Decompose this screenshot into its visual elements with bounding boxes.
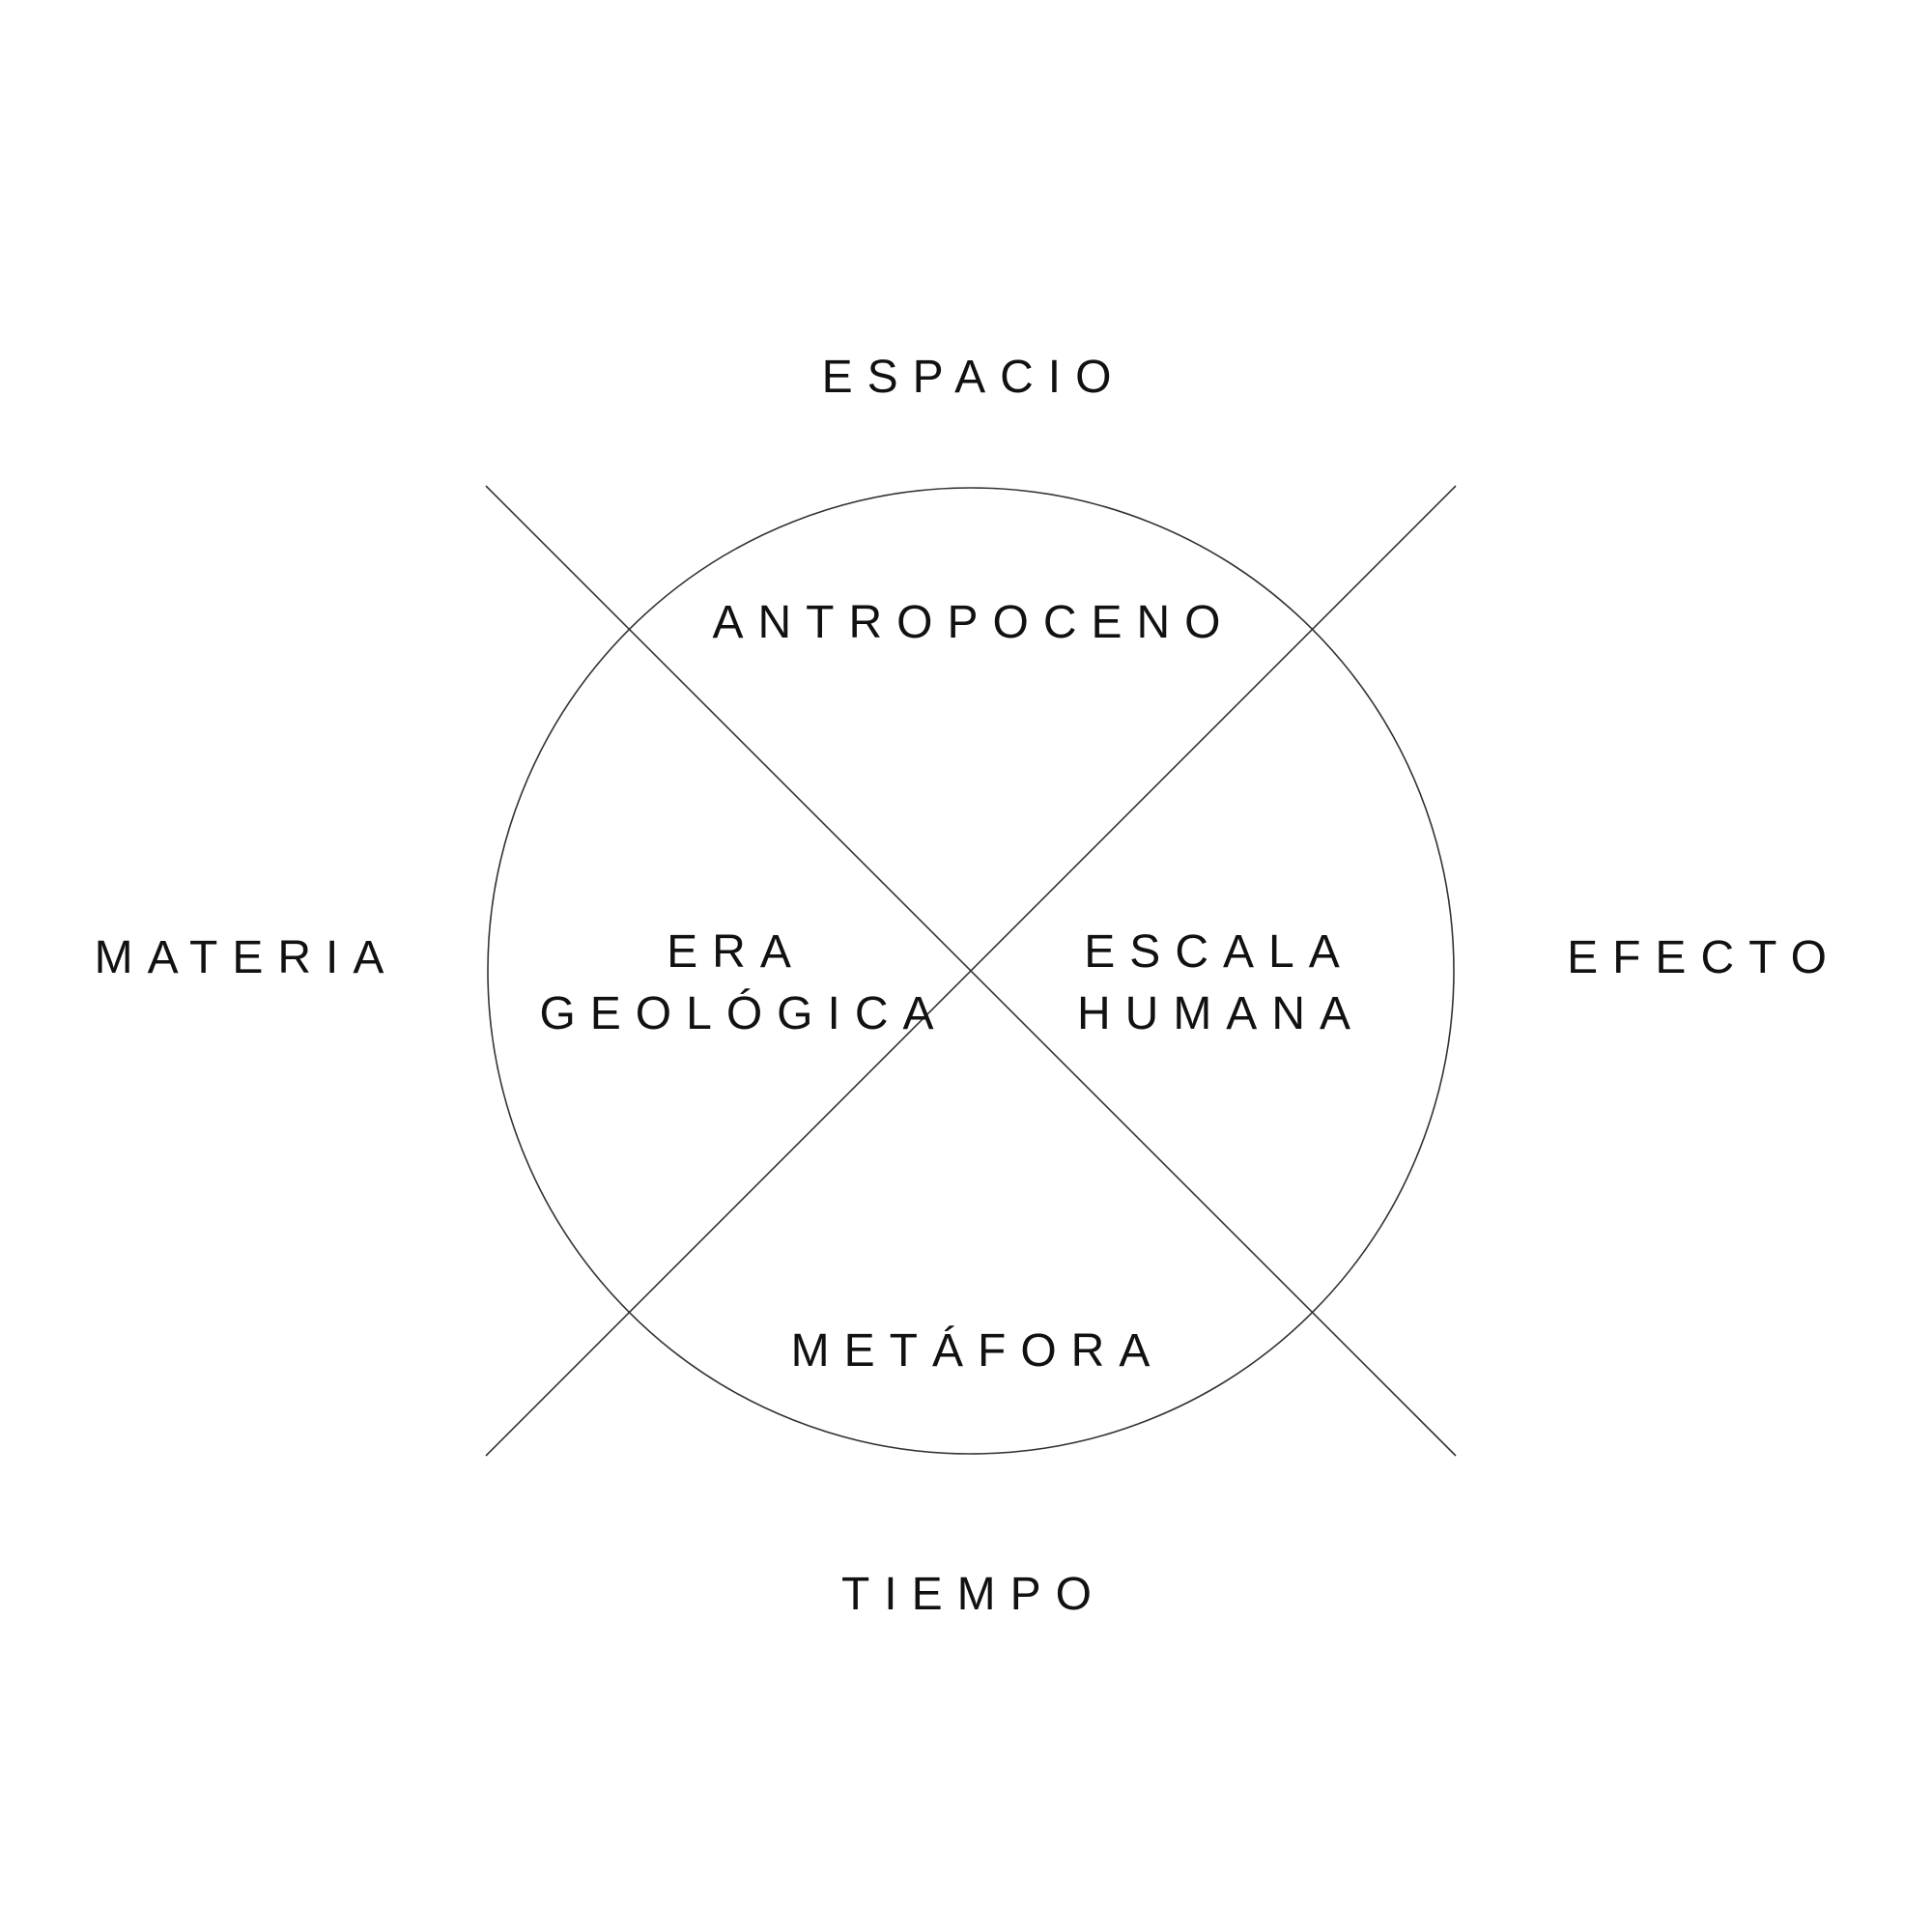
quadrant-label-right-line2: HUMANA (1077, 988, 1365, 1039)
quadrant-label-top: ANTROPOCENO (712, 597, 1235, 648)
outer-label-left: MATERIA (95, 932, 399, 983)
center-circle (487, 487, 1455, 1455)
outer-label-right: EFECTO (1567, 932, 1841, 983)
outer-label-top: ESPACIO (822, 352, 1126, 403)
diagonal-line-ascending (485, 485, 1457, 1457)
quadrant-label-right-line1: ESCALA (1084, 926, 1353, 978)
outer-label-bottom: TIEMPO (841, 1569, 1106, 1620)
quadrant-label-bottom: METÁFORA (791, 1325, 1165, 1377)
quadrant-label-left-line2: GEOLÓGICA (539, 987, 948, 1039)
quadrant-label-left-line1: ERA (667, 926, 806, 978)
